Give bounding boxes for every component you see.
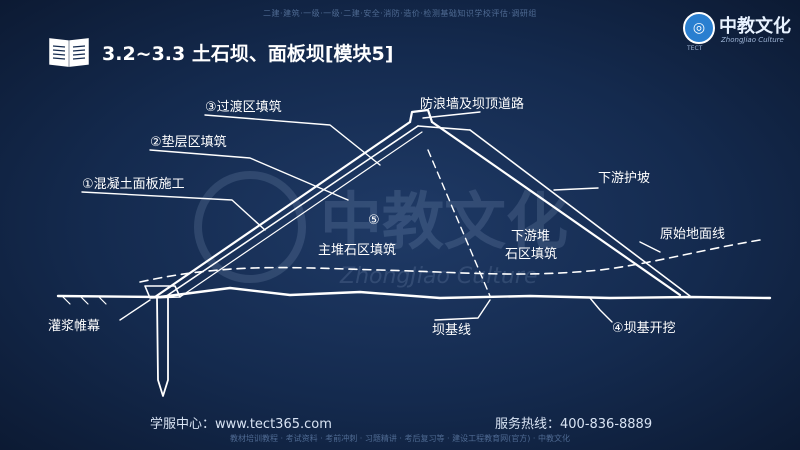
leader-excavation: [589, 297, 613, 323]
leader-grout: [119, 299, 151, 321]
leader-ground: [639, 241, 661, 253]
leader-transition: [204, 114, 381, 166]
label-main-zone: 主堆石区填筑: [318, 242, 396, 258]
label-face-slab: ①混凝土面板施工: [82, 176, 185, 192]
downstream-slope-outer: [430, 120, 682, 297]
book-icon: [49, 38, 89, 67]
wave-wall: [408, 108, 434, 124]
label-downstream-zone-1: 下游堆: [511, 229, 550, 244]
top-note: 二建·建筑·一级·一级·二建·安全·消防·造价·检测基础知识学校评估·调研组: [263, 9, 537, 18]
cushion-line: [179, 131, 423, 298]
brand-english: ZhongJiao Culture: [721, 36, 784, 44]
toe-plinth: [144, 285, 181, 299]
bottom-note: 教材培训教程 · 考试资料 · 考前冲刺 · 习题精讲 · 考后复习等 · 建设…: [229, 434, 570, 443]
watermark: 中教文化 ZhongJiao Culture: [194, 171, 568, 289]
upstream-face-inner: [164, 125, 419, 298]
foundation-line: [56, 286, 772, 300]
leader-base: [434, 299, 491, 321]
original-ground-line: [139, 239, 761, 283]
label-cushion-zone: ②垫层区填筑: [150, 134, 227, 150]
zone-boundary: [427, 149, 491, 297]
page-title: 3.2~3.3 土石坝、面板坝[模块5]: [102, 43, 394, 65]
label-downstream-zone-2: 石区填筑: [505, 246, 557, 262]
footer-hotline: 服务热线：400-836-8889: [495, 417, 653, 432]
leader-downstream: [553, 187, 599, 191]
brand-name: 中教文化: [719, 16, 791, 37]
leader-cushion: [149, 149, 349, 201]
label-wave-wall: 防浪墙及坝顶道路: [420, 96, 524, 112]
label-foundation-excavation: ④坝基开挖: [612, 321, 676, 336]
label-transition-zone: ③过渡区填筑: [205, 99, 282, 115]
downstream-slope-inner: [469, 129, 691, 297]
label-downstream-slope: 下游护坡: [598, 171, 650, 186]
label-original-ground: 原始地面线: [660, 227, 725, 242]
leader-face: [81, 191, 266, 231]
watermark-text: 中教文化: [320, 185, 568, 258]
upstream-face-outer: [153, 120, 412, 299]
brand-logo: ◎ 中教文化 ZhongJiao Culture TECT: [683, 12, 793, 52]
label-dam-base-line: 坝基线: [432, 323, 471, 338]
footer-website: 学服中心：www.tect365.com: [150, 417, 332, 432]
watermark-english: ZhongJiao Culture: [339, 264, 537, 289]
leader-wave-wall: [422, 111, 481, 119]
label-main-zone-number: ⑤: [368, 213, 380, 228]
globe-icon: ◎: [683, 12, 715, 44]
brand-abbr: TECT: [687, 45, 703, 52]
crest-road: [417, 125, 471, 131]
label-grout-curtain: 灌浆帷幕: [48, 319, 100, 334]
grout-curtain: [156, 297, 169, 397]
